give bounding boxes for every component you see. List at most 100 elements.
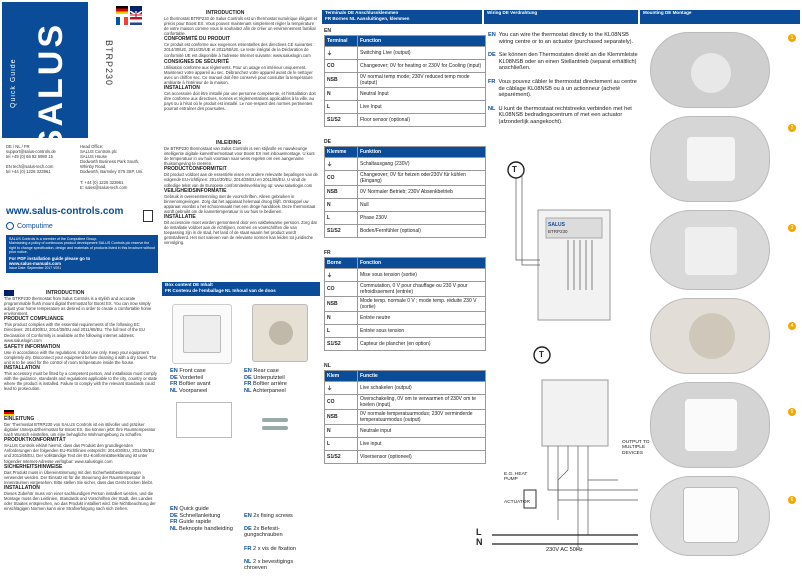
cover-thermostat-image bbox=[88, 2, 96, 137]
terminal-id-cell: L bbox=[324, 211, 358, 225]
terminal-function-cell: Live schakelen (output) bbox=[357, 381, 486, 395]
terminal-function-cell: Schaltausgang (230V) bbox=[357, 157, 486, 171]
intro-en-body-2: Use in accordance with the regulations. … bbox=[4, 349, 157, 365]
diagram-t-lower: T bbox=[539, 350, 544, 359]
flag-uk-icon bbox=[129, 6, 143, 20]
table-header-terminal: Borne bbox=[324, 257, 358, 269]
intro-en-body-1: This product complies with the essential… bbox=[4, 322, 145, 343]
intro-en-body-3: This accessory must be fitted by a compe… bbox=[4, 371, 158, 392]
box-b-text-1: Unterputzteil bbox=[253, 374, 285, 381]
intro-fr-head-1: CONFORMITÉ DU PRODUIT bbox=[164, 36, 231, 43]
box-a-text-1: Vorderteil bbox=[179, 374, 203, 381]
box-bar-line1: Box content DE Inhalt bbox=[165, 282, 213, 287]
box-d-lang-0: EN bbox=[244, 512, 252, 519]
flag-fr-icon bbox=[116, 17, 128, 25]
fine-print-box: SALUS Controls is a member of the Comput… bbox=[6, 235, 158, 273]
wiring-centre-label-area bbox=[545, 217, 603, 239]
supply-label: 230V AC 50Hz bbox=[546, 547, 583, 553]
wiring-lang-3: NL bbox=[488, 105, 496, 112]
wall-box-1 bbox=[691, 53, 731, 93]
terminal-function-cell: Capteur de plancher (en option) bbox=[357, 337, 486, 351]
intro-en-head-3: INSTALLATION bbox=[4, 365, 40, 372]
terminal-function-cell: 0V normal temp mode; 230V reduced temp m… bbox=[357, 72, 486, 88]
flag-de-small-icon bbox=[4, 410, 14, 416]
computime-mark-icon bbox=[6, 222, 14, 230]
terminals-bar: Terminals DE Anschlussklemmen FR Bornes … bbox=[322, 10, 482, 24]
terminal-id-cell: S1/S2 bbox=[324, 224, 358, 238]
intro-nl-body-0: De BTRP230 thermostaat van Salus Control… bbox=[164, 146, 315, 167]
wiring-bar-label: Wiring DE Verdrahtung bbox=[487, 10, 538, 15]
front-case-image bbox=[172, 304, 232, 364]
pdf-url[interactable]: www.salus-manuals.com bbox=[9, 260, 62, 266]
box-b-text-3: Achterpaneel bbox=[252, 387, 286, 394]
terminal-function-cell: 0V normale temperatuurmodus; 230V vermin… bbox=[357, 409, 486, 425]
device-model: BTRP230 bbox=[548, 229, 568, 234]
terminals-bar-line2: FR Bornes NL Aansluitingen, klemmen bbox=[325, 16, 410, 21]
terminal-function-cell: Vloersensor (optioneel) bbox=[357, 450, 486, 464]
mount-step-4-image bbox=[650, 298, 770, 374]
issue-date: Issue Date: September 2017 V001 bbox=[9, 265, 62, 270]
module-2 bbox=[687, 137, 735, 181]
box-c-text-1: Schnellanleitung bbox=[179, 512, 221, 519]
terminal-function-cell: Phase 230V bbox=[357, 211, 486, 225]
wiring-text-1: Sie können den Thermostaten direkt an di… bbox=[498, 52, 638, 72]
intro-nl-head-0: INLEIDING bbox=[216, 140, 242, 146]
thermostat-module-box bbox=[541, 379, 609, 447]
module-3 bbox=[685, 227, 737, 275]
terminal-id-cell: N bbox=[324, 311, 358, 325]
box-b-lang-2: FR bbox=[244, 381, 252, 388]
box-c-lang-0: EN bbox=[170, 506, 178, 512]
box-d-text-1: 2x Befesti- gungschrauben bbox=[244, 525, 283, 539]
box-a-text-3: Voorpaneel bbox=[179, 387, 208, 394]
diagram-t-upper: T bbox=[512, 165, 517, 174]
model-vertical: BTRP230 bbox=[104, 40, 114, 87]
table-header-terminal: Klemme bbox=[324, 146, 358, 158]
box-d-lang-2: FR bbox=[244, 545, 252, 552]
terminal-id-cell: ⏚ bbox=[324, 46, 358, 60]
terminal-function-cell: Commutation, 0 V pour chauffage ou 230 V… bbox=[357, 281, 486, 297]
terminal-id-cell: S1/S2 bbox=[324, 450, 358, 464]
rear-case-image bbox=[252, 304, 308, 362]
intro-nl-body-1: Dit product voldoet aan de essentiële ei… bbox=[164, 172, 318, 188]
intro-nl-head-3: INSTALLATIE bbox=[164, 214, 196, 221]
intro-fr-body-2: Utilisation conforme aux règlements. Pou… bbox=[164, 64, 313, 85]
flag-nl-icon bbox=[130, 17, 142, 25]
box-b-lang-1: DE bbox=[244, 374, 252, 381]
terminal-id-cell: S1/S2 bbox=[324, 113, 358, 127]
box-item-c: EN Quick guide DE Schnellanleitung FR Gu… bbox=[170, 506, 244, 532]
terminal-function-cell: Switching Live (output) bbox=[357, 46, 486, 60]
front-case-screen bbox=[183, 315, 221, 353]
actuator-label: ACTUATOR bbox=[504, 500, 530, 505]
terminal-function-cell: Overschakeling, 0V om te verwarmen of 23… bbox=[357, 394, 486, 410]
weee-icon bbox=[143, 210, 153, 222]
box-c-text-2: Guide rapide bbox=[179, 519, 212, 526]
rear-case-center bbox=[269, 321, 293, 345]
intro-de-head-2: SICHERHEITSHINWEISE bbox=[4, 463, 63, 470]
pump-symbol-icon bbox=[523, 489, 537, 509]
terminals-bar-line1: Terminals DE Anschlussklemmen bbox=[325, 10, 399, 15]
intro-de-body-1: SALUS Controls erklärt hiermit, dass das… bbox=[4, 443, 155, 464]
box-a-lang-3: NL bbox=[170, 387, 178, 394]
table-header-terminal: Terminal bbox=[324, 35, 358, 47]
step-1-badge: 1 bbox=[788, 34, 796, 42]
terminal-function-cell: Boden/Fernfühler (optional) bbox=[357, 224, 486, 238]
intro-de-head-0: EINLEITUNG bbox=[4, 416, 35, 422]
box-d-lang-1: DE bbox=[244, 525, 252, 532]
intro-en-body-0: The BTRP230 thermostat from Salus Contro… bbox=[4, 296, 152, 317]
terminal-function-cell: Mise sous tension (sortie) bbox=[357, 268, 486, 282]
website-link[interactable]: www.salus-controls.com bbox=[6, 206, 124, 217]
terminal-function-cell: Live Input bbox=[357, 100, 486, 114]
module-4 bbox=[689, 313, 735, 359]
contacts-right: Head Office: SALUS Controls plc SALUS Ho… bbox=[80, 144, 144, 190]
terminal-id-cell: ⏚ bbox=[324, 157, 358, 171]
intro-en-head-0: INTRODUCTION bbox=[46, 290, 85, 296]
